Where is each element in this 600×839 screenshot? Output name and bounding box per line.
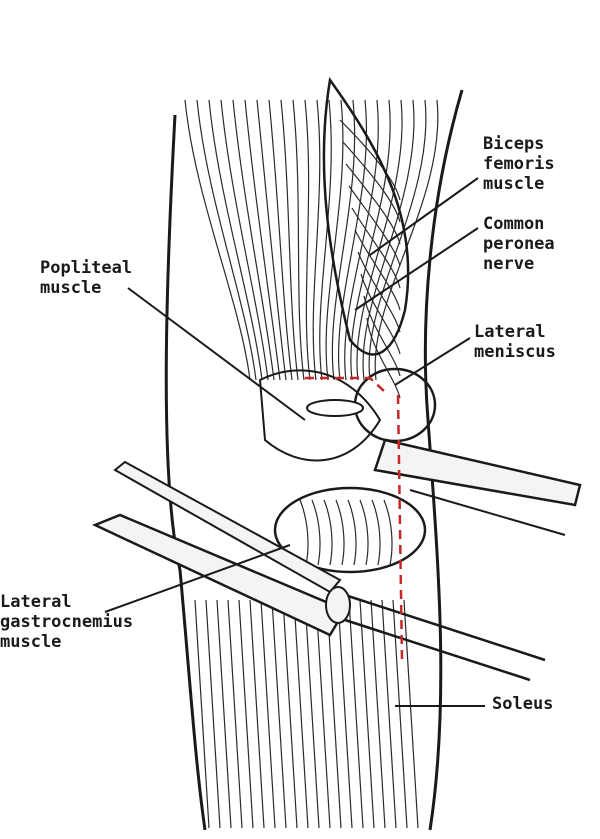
muscle-fibre bbox=[312, 99, 321, 381]
muscle-fibre bbox=[311, 499, 321, 566]
muscle-fibre bbox=[362, 99, 415, 381]
muscle-fibre bbox=[337, 599, 353, 829]
muscle-fibre bbox=[244, 99, 281, 381]
muscle-fibre bbox=[282, 599, 298, 829]
gastrocnemius-shape bbox=[273, 486, 427, 574]
muscle-fibre bbox=[292, 99, 305, 381]
muscle-fibres bbox=[184, 99, 439, 829]
label-soleus: Soleus bbox=[492, 694, 554, 714]
muscle-fibre bbox=[359, 499, 369, 566]
muscle-fibre bbox=[256, 99, 287, 381]
muscle-fibre bbox=[371, 499, 381, 566]
muscle-fibre bbox=[392, 599, 408, 829]
muscle-fibre bbox=[319, 99, 332, 381]
lateral-meniscus-shape bbox=[353, 367, 437, 443]
muscle-fibre bbox=[337, 99, 368, 381]
muscle-fibre bbox=[335, 499, 345, 566]
lower-retractor bbox=[91, 460, 546, 682]
muscle-fibre bbox=[354, 229, 401, 311]
muscle-fibre bbox=[366, 317, 401, 399]
muscle-fibre bbox=[205, 599, 221, 829]
upper-retractor bbox=[373, 438, 582, 536]
muscle-fibre bbox=[238, 599, 254, 829]
muscle-fibre bbox=[268, 99, 293, 381]
muscle-fibre bbox=[196, 99, 257, 381]
leader-lines bbox=[104, 177, 485, 707]
muscle-fibre bbox=[249, 599, 265, 829]
muscle-fibre bbox=[357, 251, 401, 333]
muscle-fibre bbox=[345, 163, 401, 245]
muscle-fibre bbox=[194, 599, 210, 829]
muscle-fibre bbox=[344, 99, 379, 381]
muscle-fibre bbox=[208, 99, 263, 381]
muscle-fibre bbox=[347, 499, 357, 566]
muscle-fibre bbox=[184, 99, 251, 381]
muscle-fibre bbox=[304, 599, 320, 829]
muscle-fibre bbox=[360, 273, 401, 355]
joint-opening bbox=[306, 399, 364, 417]
muscle-fibre bbox=[350, 99, 391, 381]
muscle-fibre bbox=[368, 99, 427, 381]
muscle-fibre bbox=[260, 599, 276, 829]
muscle-fibre bbox=[227, 599, 243, 829]
muscle-fibre bbox=[370, 599, 386, 829]
muscle-fibre bbox=[216, 599, 232, 829]
muscle-fibre bbox=[220, 99, 269, 381]
muscle-fibre bbox=[304, 99, 311, 381]
incision-lines bbox=[305, 376, 404, 661]
muscle-fibre bbox=[271, 599, 287, 829]
muscle-fibre bbox=[403, 599, 419, 829]
muscle-fibre bbox=[323, 499, 333, 566]
muscle-fibre bbox=[331, 99, 356, 381]
muscle-fibre bbox=[299, 499, 309, 566]
muscle-fibre bbox=[359, 599, 375, 829]
muscle-fibre bbox=[325, 99, 344, 381]
muscle-fibre bbox=[348, 185, 401, 267]
biceps-femoris-shape bbox=[322, 76, 410, 356]
muscle-fibre bbox=[280, 99, 299, 381]
muscle-fibre bbox=[383, 499, 393, 566]
popliteal-muscle-shape bbox=[258, 369, 382, 462]
muscle-fibre bbox=[381, 599, 397, 829]
leg-outline-right bbox=[423, 89, 464, 831]
leg-outline bbox=[164, 114, 207, 831]
muscle-fibre bbox=[232, 99, 275, 381]
muscle-fibre bbox=[339, 119, 401, 201]
muscle-fibre bbox=[293, 599, 309, 829]
muscle-fibre bbox=[342, 141, 401, 223]
muscle-fibre bbox=[348, 599, 364, 829]
